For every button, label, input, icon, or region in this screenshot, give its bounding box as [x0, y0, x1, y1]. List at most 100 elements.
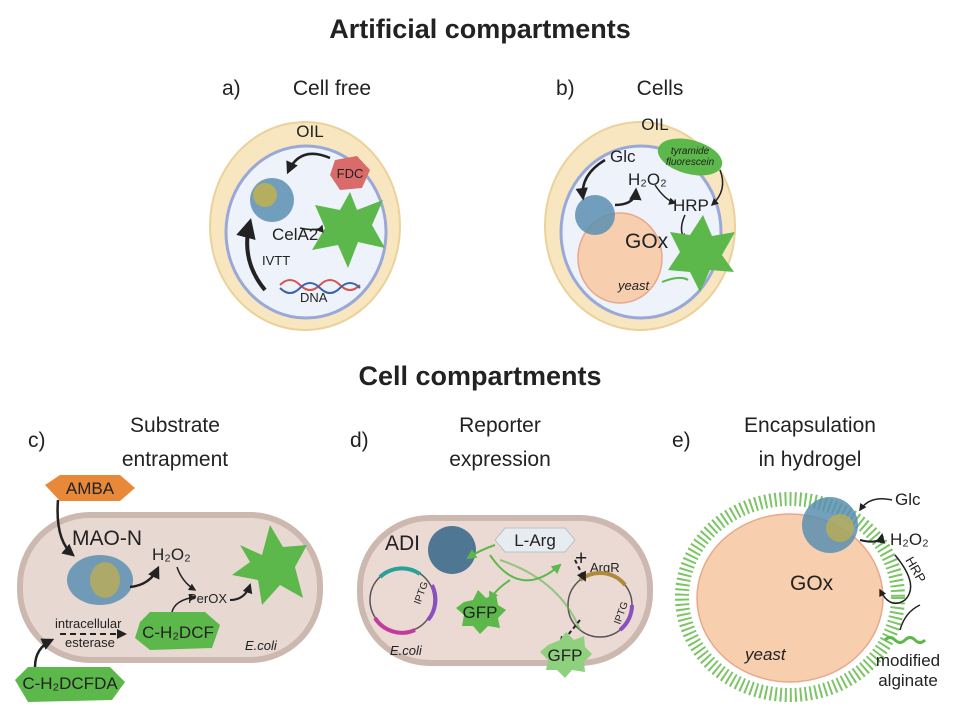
ivtt-arrow: [236, 218, 267, 292]
panel-a: a) Cell free OIL FDC CelA2 IVTT DNA: [209, 77, 401, 331]
fdc-molecule: [330, 156, 370, 190]
dna-strand: [279, 282, 361, 294]
gfp-burst-2: [540, 632, 592, 678]
c-h2dcfda-label: C-H₂DCFDA: [22, 674, 118, 693]
plasmid-segment: [426, 584, 438, 622]
h2o2-label: H₂O₂: [628, 170, 667, 189]
c-h2dcf: [135, 612, 220, 650]
arrow: [56, 499, 75, 557]
hrp-label: HRP: [673, 196, 709, 215]
h2o2-label: H₂O₂: [152, 545, 191, 564]
gfp-burst-1: [456, 590, 506, 634]
green-arrow: [466, 544, 496, 560]
arrow: [575, 158, 606, 201]
dna-label: DNA: [300, 290, 328, 305]
plus-sign: +: [575, 547, 587, 570]
arrow: [229, 583, 253, 601]
plasmid-segment: [618, 604, 635, 632]
alginate-label: alginate: [878, 671, 938, 690]
l-arg-label: L-Arg: [514, 531, 556, 550]
gox-protein: [575, 195, 615, 235]
esterase-label: esterase: [65, 635, 115, 650]
protein-detail: [253, 183, 277, 207]
arrow: [171, 594, 197, 613]
glc-label: Glc: [610, 147, 636, 166]
mao-n-label: MAO-N: [72, 527, 142, 550]
yeast-label: yeast: [617, 278, 650, 293]
modified-label: modified: [876, 651, 940, 670]
arrow: [859, 498, 893, 512]
protein-detail: [826, 514, 854, 542]
gfp-label-1: GFP: [463, 603, 498, 622]
fluorescent-product-star: [668, 215, 735, 292]
panel-c-title-1: Substrate: [130, 414, 220, 437]
green-arrow: [489, 554, 562, 582]
fluorescent-product-star: [232, 525, 307, 605]
panel-b-title: Cells: [637, 77, 684, 100]
dashed-arrow: [558, 619, 581, 647]
fdc-label: FDC: [337, 166, 364, 181]
amba-label: AMBA: [66, 479, 115, 498]
ecoli-label: E.coli: [245, 638, 278, 653]
l-arg: [494, 527, 576, 553]
c-h2dcf-label: C-H₂DCF: [142, 623, 214, 642]
gox-label: GOx: [790, 572, 834, 595]
arrow: [286, 152, 331, 175]
h2o2-label: H₂O₂: [890, 530, 929, 549]
arrow: [710, 169, 724, 207]
alginate-hydrogel: [675, 492, 905, 702]
celA2-label: CelA2: [272, 225, 318, 244]
perox-label: PerOX: [188, 591, 227, 606]
panel-d-title-1: Reporter: [459, 414, 541, 437]
panel-a-letter: a): [222, 77, 241, 100]
arrow: [879, 554, 912, 605]
panel-a-title: Cell free: [293, 77, 371, 100]
arrow: [176, 566, 197, 591]
dashed-arrow: [574, 559, 586, 582]
tyramide-fluorescein: [657, 138, 723, 176]
fluorescein-label: fluorescein: [666, 157, 715, 168]
hrp-label: HRP: [902, 554, 929, 585]
adi-label: ADI: [385, 532, 420, 555]
linker: [661, 276, 689, 283]
title-artificial-compartments: Artificial compartments: [329, 14, 631, 44]
alginate-icon: [883, 636, 927, 644]
yeast-cell: [577, 212, 663, 304]
ecoli-label: E.coli: [390, 643, 423, 658]
dna-strand: [279, 279, 361, 291]
panel-c: c) Substrate entrapment AMBA MAO-N H₂O₂ …: [15, 414, 323, 702]
arrow: [129, 565, 160, 589]
adi-protein: [428, 526, 476, 574]
glc-label: Glc: [895, 490, 921, 509]
yeast-cell: [696, 513, 884, 683]
panel-e-letter: e): [672, 429, 691, 452]
arrow: [614, 187, 642, 207]
tyramide-label: tyramide: [671, 146, 710, 157]
panel-d-title-2: expression: [449, 448, 551, 471]
fluorescent-product-star: [312, 192, 385, 268]
green-line: [499, 559, 581, 631]
c-h2dcfda: [15, 667, 125, 702]
arrow: [859, 533, 886, 544]
oil-label: OIL: [641, 115, 668, 134]
gox-label: GOx: [625, 230, 669, 253]
arrow: [33, 638, 55, 668]
panel-c-letter: c): [28, 429, 46, 452]
arrow: [299, 224, 324, 233]
gfp-label-2: GFP: [548, 646, 583, 665]
protein-detail: [90, 562, 120, 598]
panel-e: e) Encapsulation in hydrogel GOx yeast G…: [672, 414, 940, 702]
plasmid-segment: [373, 616, 416, 635]
oil-label: OIL: [296, 122, 323, 141]
panel-d: d) Reporter expression ADI L-Arg + ArgR …: [350, 414, 653, 678]
panel-d-letter: d): [350, 429, 369, 452]
panel-e-title-1: Encapsulation: [744, 414, 876, 437]
title-cell-compartments: Cell compartments: [358, 361, 601, 391]
plasmid-segment: [378, 566, 422, 579]
yeast-label: yeast: [744, 645, 787, 664]
amba-substrate: [45, 475, 135, 501]
panel-c-title-2: entrapment: [122, 448, 228, 471]
intracellular-label: intracellular: [55, 616, 122, 631]
arrow: [654, 184, 677, 205]
